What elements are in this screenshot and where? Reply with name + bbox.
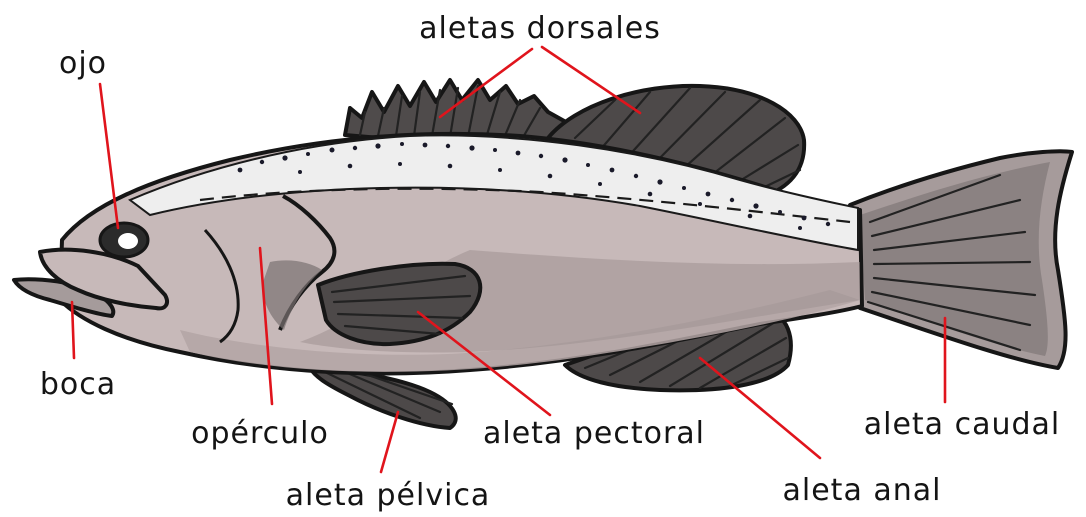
leader-pelvic (381, 412, 398, 472)
spiny-dorsal-fin (345, 80, 566, 140)
label-caudal: aleta caudal (864, 407, 1061, 442)
label-dorsal: aletas dorsales (419, 11, 661, 46)
label-anal: aleta anal (783, 473, 942, 508)
label-pectoral: aleta pectoral (483, 416, 705, 451)
label-mouth: boca (40, 367, 116, 402)
label-pelvic: aleta pélvica (286, 478, 491, 513)
label-operculum: opérculo (191, 416, 329, 451)
label-eye: ojo (59, 46, 107, 81)
caudal-fin (850, 151, 1072, 368)
leader-dorsal-soft (542, 47, 640, 113)
pelvic-fin (310, 368, 456, 428)
